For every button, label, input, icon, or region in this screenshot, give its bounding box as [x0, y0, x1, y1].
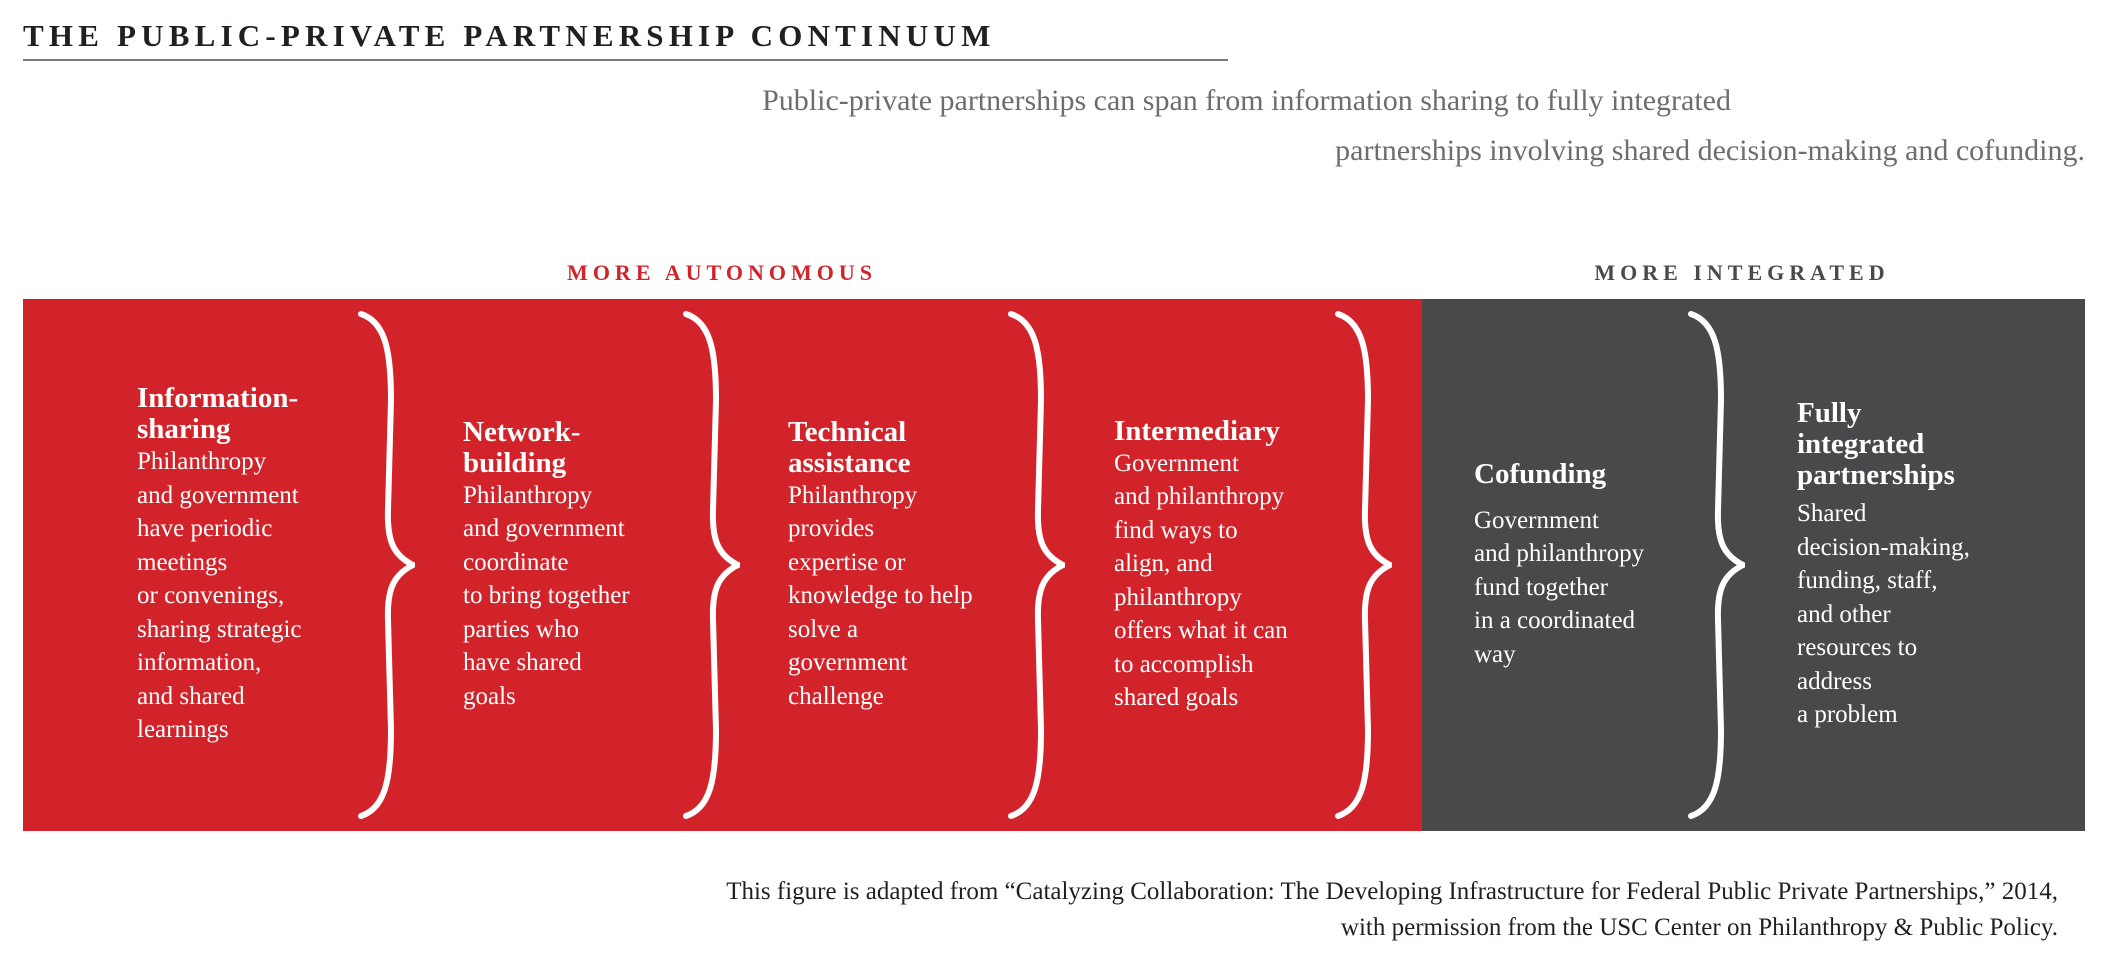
curly-brace-divider: [1008, 311, 1065, 819]
column-heading: Fully integrated partnerships: [1797, 397, 1955, 492]
column-heading: Intermediary: [1114, 414, 1280, 447]
column-heading: Information- sharing: [137, 382, 299, 446]
more-autonomous-label: MORE AUTONOMOUS: [567, 260, 877, 285]
footer-line-1: This figure is adapted from “Catalyzing …: [726, 878, 2058, 905]
column-cofunding: Cofunding Government and philanthropy fu…: [1474, 299, 1704, 831]
more-integrated-label: MORE INTEGRATED: [1594, 260, 1890, 285]
figure-title: THE PUBLIC-PRIVATE PARTNERSHIP CONTINUUM: [23, 18, 996, 53]
column-heading: Cofunding: [1474, 457, 1607, 490]
column-intermediary: Intermediary Government and philanthropy…: [1114, 299, 1344, 831]
footer-line-2: with permission from the USC Center on P…: [1340, 914, 2058, 941]
subtitle-line-2: partnerships involving shared decision-m…: [1335, 134, 2085, 167]
column-heading: Network- building: [463, 415, 581, 479]
column-heading: Technical assistance: [788, 415, 911, 479]
column-body: Philanthropy and government have periodi…: [137, 448, 302, 744]
column-body: Government and philanthropy find ways to…: [1114, 449, 1288, 712]
column-fully-integrated: Fully integrated partnerships Shared dec…: [1797, 299, 2057, 831]
curly-brace-divider: [1688, 311, 1745, 819]
column-body: Philanthropy provides expertise or knowl…: [788, 481, 973, 710]
integrated-panel: [1422, 299, 2085, 831]
column-technical-assistance: Technical assistance Philanthropy provid…: [788, 299, 1018, 831]
column-body: Government and philanthropy fund togethe…: [1474, 506, 1645, 668]
curly-brace-divider: [1335, 311, 1392, 819]
curly-brace-divider: [683, 311, 740, 819]
curly-brace-divider: [358, 311, 415, 819]
column-network-building: Network- building Philanthropy and gover…: [463, 299, 693, 831]
autonomous-panel: [23, 299, 1422, 831]
column-information-sharing: Information- sharing Philanthropy and go…: [137, 299, 367, 831]
title-underline: [23, 59, 1228, 61]
subtitle-line-1: Public-private partnerships can span fro…: [762, 84, 1731, 117]
column-body: Shared decision-making, funding, staff, …: [1797, 500, 1970, 729]
column-body: Philanthropy and government coordinate t…: [463, 481, 630, 710]
